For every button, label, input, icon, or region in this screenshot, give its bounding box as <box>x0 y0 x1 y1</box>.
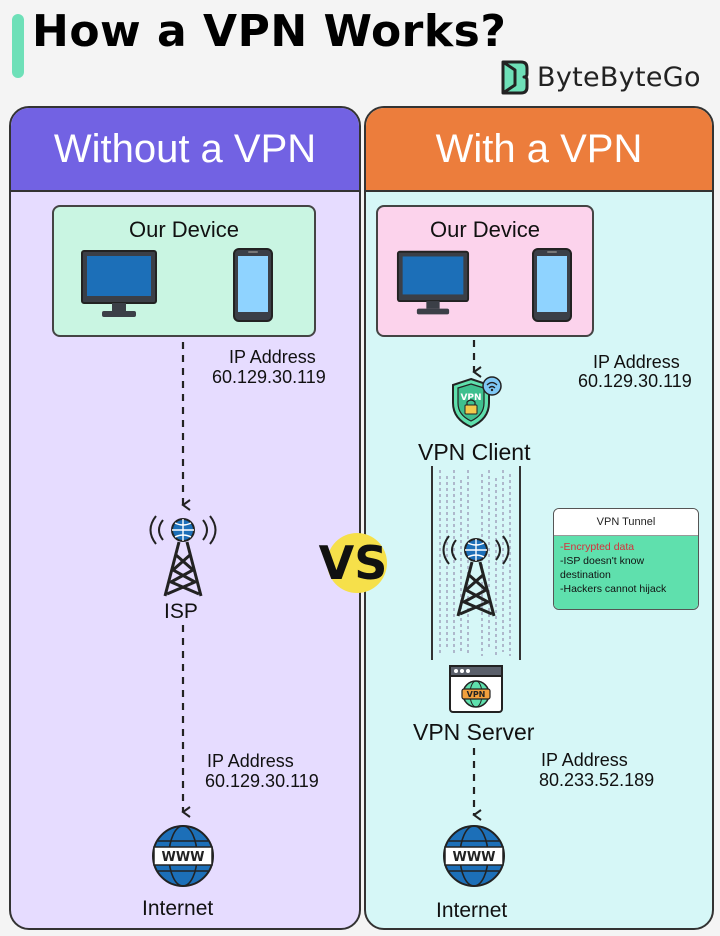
page-title: How a VPN Works? <box>32 6 507 57</box>
isp-label: ISP <box>164 600 198 623</box>
ip-address-value: 60.129.30.119 <box>212 367 326 387</box>
vpn-tunnel-benefits: -Encrypted data -ISP doesn't know destin… <box>554 536 698 609</box>
brand: ByteByteGo <box>497 56 701 98</box>
device-box-title: Our Device <box>429 217 541 242</box>
svg-text:VPN: VPN <box>460 393 481 403</box>
desktop-monitor-icon <box>81 250 157 317</box>
ip-address-value: 60.129.30.119 <box>578 371 692 391</box>
ip-address-label: IP Address <box>593 352 680 372</box>
ip-address-label: IP Address <box>229 347 316 367</box>
bytebytego-logo-icon <box>501 60 529 95</box>
brand-name: ByteByteGo <box>537 61 701 93</box>
panel-heading-with-vpn: With a VPN <box>366 108 712 192</box>
title-accent-bar <box>12 14 24 78</box>
tunnel-item: destination <box>560 569 611 581</box>
globe-www-text: WWW <box>452 850 495 865</box>
ip-address-value: 80.233.52.189 <box>539 770 655 790</box>
svg-text:VPN: VPN <box>467 690 486 699</box>
vs-text: VS <box>319 536 388 590</box>
tunnel-item: -ISP doesn't know <box>560 555 645 567</box>
smartphone-icon <box>233 248 273 322</box>
ip-address-value: 60.129.30.119 <box>205 771 319 791</box>
internet-label: Internet <box>436 899 508 922</box>
ip-address-label: IP Address <box>207 751 294 771</box>
tunnel-tower-icon <box>442 535 510 617</box>
vpn-tunnel <box>431 466 521 660</box>
globe-www-text: WWW <box>161 850 204 865</box>
vpn-server-icon: VPN <box>449 665 503 713</box>
vpn-tunnel-card: VPN Tunnel -Encrypted data -ISP doesn't … <box>553 508 699 610</box>
isp-tower-icon <box>149 515 217 597</box>
ip-address-label: IP Address <box>541 750 628 770</box>
device-box-left: Our Device <box>52 205 316 337</box>
internet-globe-icon: WWW <box>152 825 214 887</box>
panel-heading-without-vpn: Without a VPN <box>11 108 359 192</box>
smartphone-icon <box>532 248 572 322</box>
device-box-right: Our Device <box>376 205 594 337</box>
device-box-title: Our Device <box>128 217 240 242</box>
vpn-client-label: VPN Client <box>418 439 531 465</box>
tunnel-item: -Encrypted data <box>560 541 635 553</box>
vpn-server-label: VPN Server <box>413 719 535 745</box>
vpn-shield-icon: VPN <box>452 376 502 429</box>
internet-label: Internet <box>142 897 214 920</box>
vpn-tunnel-title: VPN Tunnel <box>554 509 698 536</box>
tunnel-item: -Hackers cannot hijack <box>560 583 667 595</box>
vs-badge: VS <box>319 533 388 593</box>
desktop-monitor-icon <box>396 250 470 315</box>
internet-globe-icon: WWW <box>443 825 505 887</box>
